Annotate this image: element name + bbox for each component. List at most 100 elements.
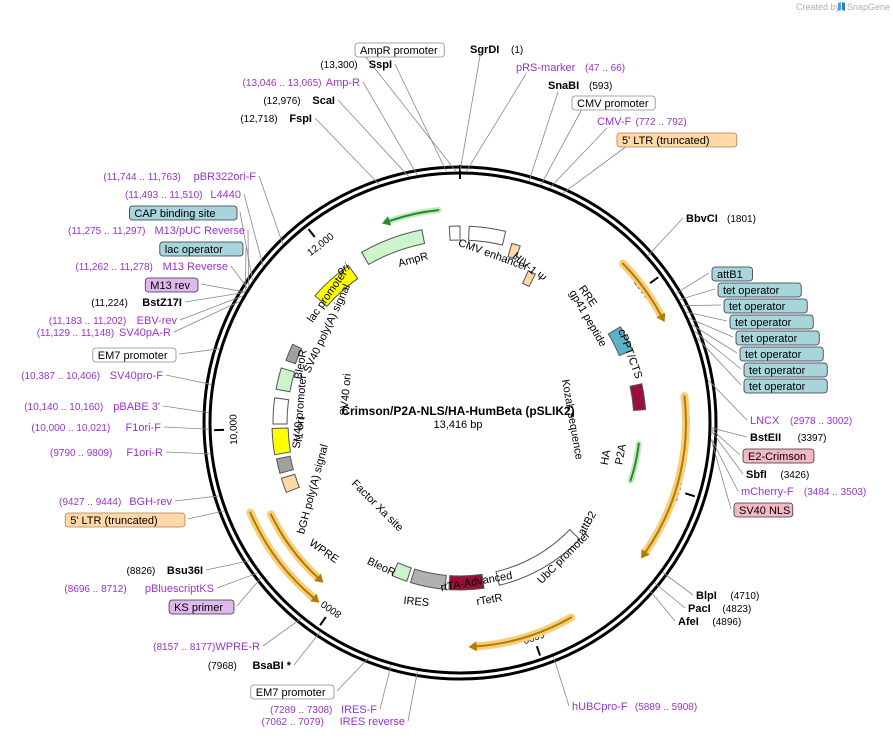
- leader-line: [675, 272, 710, 294]
- label-name: WPRE-R: [215, 641, 260, 653]
- label-coord: (593): [589, 81, 612, 92]
- leader-line: [686, 311, 728, 322]
- label-name: M13/pUC Reverse: [155, 225, 245, 237]
- feature-block-ori: [314, 264, 359, 307]
- inner-feature-label: rtTA-Advanced: [440, 570, 514, 594]
- map-label: IRES-F(7289 .. 7308): [270, 704, 377, 716]
- plasmid-length: 13,416 bp: [434, 419, 483, 431]
- label-name: tet operator: [749, 365, 806, 377]
- leader-line: [244, 247, 247, 291]
- label-name: mCherry-F: [741, 486, 794, 498]
- credit-brand: SnapGene: [847, 2, 890, 12]
- leader-line: [336, 657, 369, 692]
- label-name: pBluescriptKS: [145, 583, 214, 595]
- leader-line: [679, 288, 716, 300]
- map-label: PacI(4823): [688, 603, 751, 615]
- label-box: [144, 277, 199, 293]
- leader-line: [236, 577, 262, 607]
- arrow-head-icon: [656, 312, 666, 323]
- label-name: PacI: [688, 603, 711, 615]
- feature-block-crimson: [629, 383, 647, 411]
- label-box: [733, 502, 794, 518]
- feature-block-ubc: [495, 528, 581, 586]
- leader-line: [174, 495, 219, 502]
- map-label: 5' LTR (truncated): [616, 132, 738, 148]
- tick-label: 8000: [319, 598, 344, 620]
- label-coord: (3397): [798, 433, 827, 444]
- leader-line: [362, 81, 418, 175]
- leader-line: [184, 292, 245, 303]
- inner-feature-label: bGH poly(A) signal: [295, 443, 330, 535]
- arrow-head-icon: [468, 641, 477, 652]
- leader-line: [230, 265, 248, 289]
- map-label: pBABE 3'(10,140 .. 10,160): [24, 401, 160, 413]
- map-label: F1ori-F (10,000 .. 10,021): [31, 422, 161, 434]
- feature-block-ltr2: [507, 242, 521, 260]
- label-coord: (8826): [126, 566, 155, 577]
- label-box: [717, 282, 802, 298]
- leader-line: [708, 379, 748, 421]
- map-label: mCherry-F(3484 .. 3503): [741, 486, 866, 498]
- feature-block-cmv: [448, 225, 461, 241]
- feature-arc-orange-line: [475, 616, 573, 648]
- leader-line: [683, 304, 722, 307]
- feature-block-bgh: [275, 455, 295, 474]
- label-name: 5' LTR (truncated): [622, 135, 709, 147]
- label-coord: (10,000 .. 10,021): [31, 423, 110, 434]
- tick-label: 10,000: [228, 414, 240, 445]
- feature-block-bleor2: [391, 562, 412, 582]
- label-name: EBV-rev: [137, 315, 178, 327]
- map-label: CMV-F(772 .. 792): [597, 116, 687, 128]
- map-label: pBluescriptKS(8696 .. 8712): [64, 583, 214, 595]
- label-coord: (3426): [780, 470, 809, 481]
- leader-line: [258, 175, 284, 245]
- label-name: SgrDI: [470, 44, 499, 56]
- label-name: BstEII: [750, 432, 781, 444]
- map-label: BstEII (3397): [750, 432, 827, 444]
- label-name: SspI: [369, 59, 392, 71]
- leader-line: [162, 405, 209, 414]
- leader-line: [173, 301, 240, 333]
- label-name: lac operator: [165, 244, 223, 256]
- label-name: ScaI: [312, 95, 335, 107]
- inner-feature-label: P2A: [613, 443, 629, 466]
- leader-line: [459, 55, 481, 172]
- map-label: hUBCpro-F(5889 .. 5908): [572, 701, 697, 713]
- label-name: tet operator: [741, 333, 798, 345]
- map-label: BbvCI(1801): [686, 213, 756, 225]
- leader-line: [711, 427, 748, 438]
- label-name: M13 rev: [150, 280, 190, 292]
- label-name: L4440: [210, 189, 241, 201]
- label-coord: (11,224): [91, 298, 128, 309]
- feature-block-ires: [409, 568, 447, 590]
- leader-line: [205, 560, 250, 571]
- feature-block-sv40promoter: [272, 397, 290, 425]
- inner-feature-label: SV40 ori: [338, 373, 354, 416]
- label-name: AfeI: [678, 616, 699, 628]
- label-name: CMV-F: [597, 116, 632, 128]
- leader-line: [711, 431, 744, 475]
- label-name: F1ori-F: [126, 422, 162, 434]
- label-name: F1ori-R: [126, 447, 163, 459]
- label-box: [92, 347, 177, 363]
- label-coord: (11,129 .. 11,148): [37, 328, 114, 339]
- map-label: BGH-rev(9427 .. 9444): [59, 496, 172, 508]
- credit: Created by SnapGene: [796, 2, 890, 12]
- map-label: F1ori-R(9790 .. 9809): [50, 447, 163, 459]
- map-label: SV40 NLS: [733, 502, 794, 518]
- leader-line: [647, 217, 684, 256]
- map-label: KS primer: [168, 599, 235, 615]
- label-name: pBR322ori-F: [194, 171, 257, 183]
- map-label: SV40pA-R(11,129 .. 11,148): [37, 327, 171, 339]
- leader-line: [691, 324, 738, 354]
- tick-mark: [649, 276, 659, 284]
- map-label: lac operator: [159, 241, 244, 257]
- label-name: tet operator: [749, 381, 806, 393]
- leader-line: [364, 55, 457, 172]
- label-name: IRES reverse: [340, 716, 405, 728]
- map-label: FspI(12,718): [240, 113, 312, 125]
- map-label: tet operator: [739, 346, 824, 362]
- tick-mark: [684, 492, 696, 498]
- inner-feature-label: Factor Xa site: [349, 478, 405, 534]
